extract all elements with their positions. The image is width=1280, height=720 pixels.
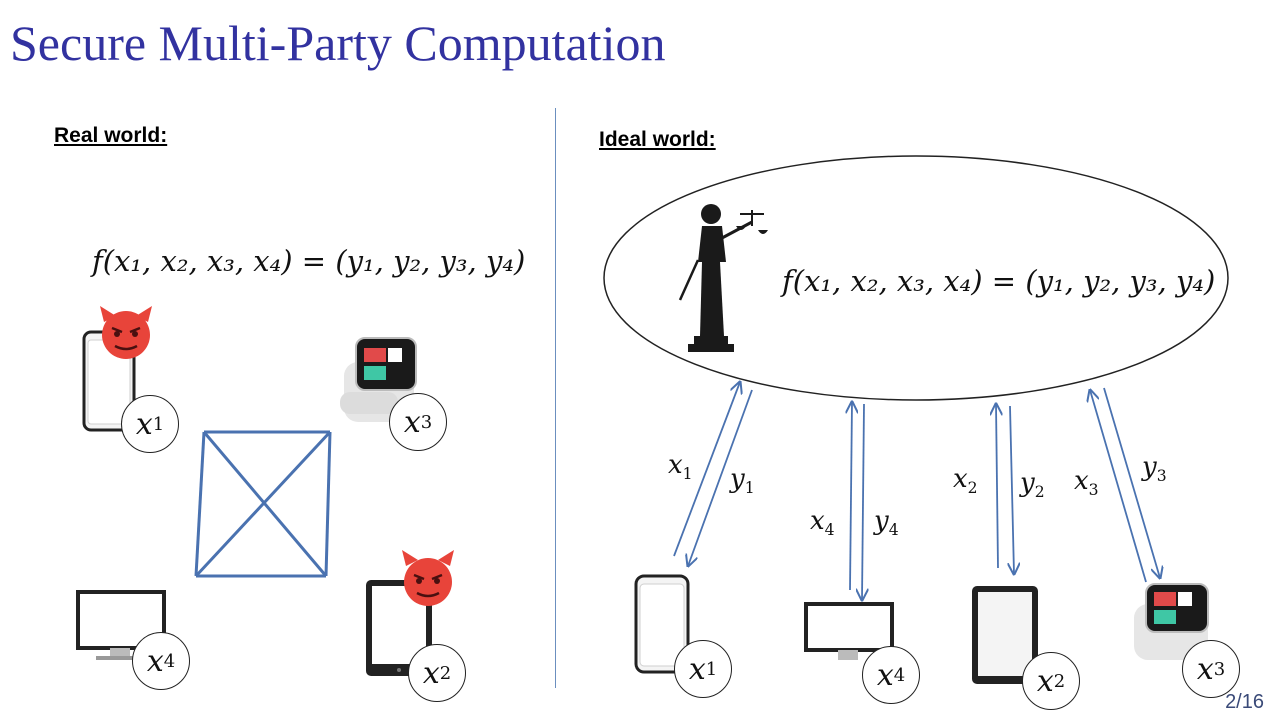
ideal-world-label: Ideal world:: [599, 128, 716, 151]
edge-p1-p4: [194, 431, 206, 577]
arrow-x4-up: [850, 402, 852, 591]
page-number: 2/16: [1225, 691, 1264, 713]
ideal-world-arrows: [673, 382, 1160, 600]
smartwatch-icon: [340, 337, 417, 422]
arrow-label-x4: x4: [810, 506, 835, 540]
arrow-label-x3: x3: [1074, 466, 1099, 500]
slide-title: Secure Multi-Party Computation: [10, 15, 666, 71]
monitor-icon: [804, 602, 894, 660]
ideal-world-formula: f(x₁, x₂, x₃, x₄) = (y₁, y₂, y₃, y₄): [782, 264, 1216, 298]
devil-icon: [402, 550, 454, 606]
real-world-formula: f(x₁, x₂, x₃, x₄) = (y₁, y₂, y₃, y₄): [92, 244, 526, 278]
arrow-y3-down: [1103, 387, 1160, 578]
arrow-x2-up: [996, 404, 998, 569]
arrow-label-y2: y2: [1020, 468, 1045, 502]
arrow-y2-down: [1010, 405, 1014, 574]
lady-justice-icon: [678, 204, 768, 352]
world-divider: [555, 108, 556, 688]
arrow-label-y3: y3: [1142, 452, 1167, 486]
arrow-x1-up: [673, 382, 740, 557]
real-world-network: [194, 430, 332, 578]
tablet-icon: [972, 586, 1038, 684]
arrow-x3-up: [1090, 390, 1147, 583]
arrow-label-x2: x2: [953, 464, 978, 498]
edge-p3-p4: [194, 430, 332, 578]
smartphone-icon: [634, 574, 690, 674]
real-world-label: Real world:: [54, 124, 168, 147]
trusted-party-ellipse: [603, 155, 1229, 401]
arrow-y1-down: [688, 389, 753, 566]
smartwatch-icon: [1134, 583, 1209, 660]
arrow-label-x1: x1: [668, 450, 693, 484]
arrow-label-y4: y4: [874, 506, 899, 540]
edge-p3-p2: [324, 431, 332, 577]
devil-icon: [100, 306, 152, 359]
arrow-label-y1: y1: [730, 464, 755, 498]
arrow-y4-down: [862, 403, 864, 600]
